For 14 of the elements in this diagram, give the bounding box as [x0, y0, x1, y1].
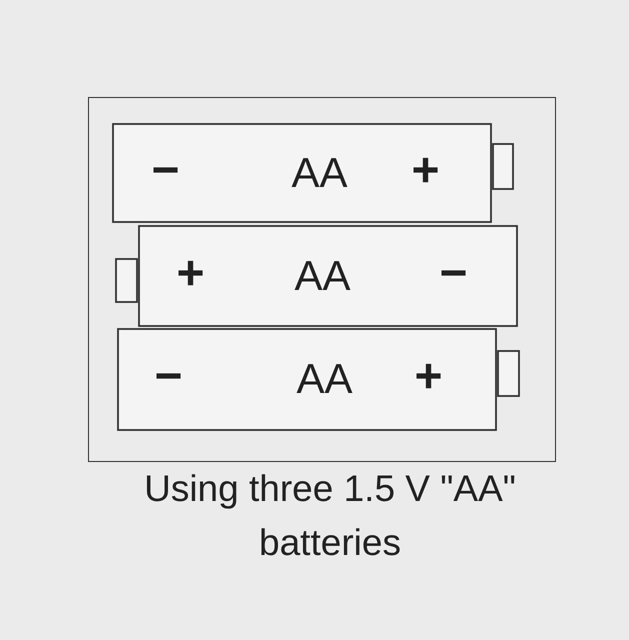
battery-label: AA [294, 254, 351, 296]
battery-label: AA [292, 152, 348, 194]
polarity-sign: − [154, 353, 183, 401]
polarity-sign: + [414, 353, 443, 401]
battery-compartment [88, 97, 556, 462]
caption: Using three 1.5 V "AA" batteries [143, 467, 517, 565]
polarity-sign: + [412, 146, 440, 194]
battery [114, 224, 518, 326]
polarity-sign: − [440, 250, 468, 298]
battery [116, 328, 520, 430]
battery [112, 122, 514, 222]
battery-label: AA [296, 358, 353, 400]
polarity-sign: − [152, 146, 180, 194]
polarity-sign: + [176, 250, 205, 298]
